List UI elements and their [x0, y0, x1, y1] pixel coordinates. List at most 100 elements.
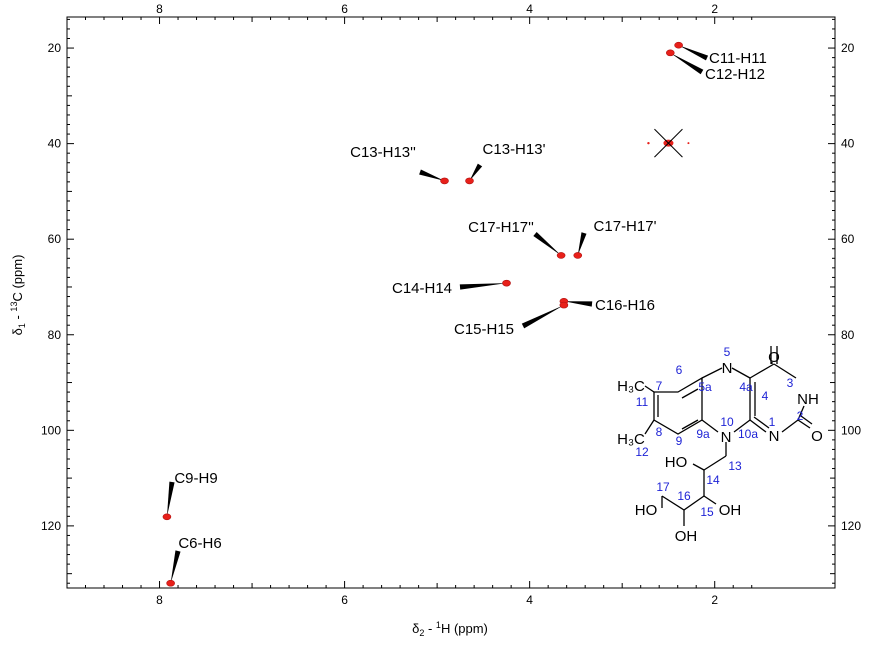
peak-marker	[556, 252, 566, 259]
peak-marker	[665, 49, 675, 57]
peak-label: C9-H9	[174, 470, 217, 487]
peak-marker	[162, 513, 172, 521]
atom-number: 10	[720, 415, 734, 429]
peak-marker	[559, 301, 569, 309]
callout-pointer	[563, 301, 593, 307]
peak-label: C16-H16	[595, 297, 655, 314]
atom-number: 11	[636, 395, 649, 409]
atom-h3c-bottom: H₃C	[617, 431, 645, 448]
ring-bond	[733, 419, 751, 433]
solvent-cross-line	[654, 128, 683, 158]
peak-group: C11-H11	[674, 41, 767, 67]
atom-number: 15	[700, 505, 714, 519]
peak-marker	[440, 177, 449, 185]
y-tick-label-right: 100	[841, 423, 861, 437]
peak-label: C14-H14	[392, 280, 452, 297]
riboflavin-structure	[644, 346, 813, 526]
atom-number: 1	[769, 415, 776, 429]
peak-group: C15-H15	[454, 301, 569, 338]
ring-bond	[731, 367, 751, 379]
x-tick-label-top: 4	[526, 2, 533, 16]
atom-number: 13	[728, 459, 742, 473]
atom-number: 16	[677, 489, 691, 503]
axes-frame	[66, 16, 836, 589]
callout-pointer	[170, 550, 181, 584]
x-tick-label-top: 6	[341, 2, 348, 16]
peak-group: C9-H9	[162, 470, 218, 521]
chain-bond	[703, 455, 727, 471]
atom-number: 12	[635, 445, 649, 459]
peak-label: C13-H13''	[350, 144, 416, 161]
atom-number: 10a	[738, 427, 758, 441]
y-tick-label-right: 20	[841, 41, 855, 55]
y-tick-label-left: 100	[41, 423, 61, 437]
callout-pointer	[166, 481, 175, 517]
chain-bond	[692, 463, 705, 471]
atom-number: 6	[676, 363, 683, 377]
x-axis-title: δ2 - 1H (ppm)	[412, 620, 488, 638]
callout-pointer	[577, 232, 587, 256]
atom-oh17: HO	[635, 502, 658, 519]
methyl-bond	[644, 419, 655, 435]
ring-bond	[753, 416, 770, 429]
atom-n10: N	[721, 429, 732, 446]
peak-group: C17-H17'	[573, 218, 657, 259]
y-tick-label-left: 60	[48, 232, 62, 246]
x-tick-label-top: 2	[711, 2, 718, 16]
peak-group: C13-H13'	[465, 141, 546, 185]
y-tick-label-right: 120	[841, 519, 861, 533]
atom-number: 9a	[696, 427, 710, 441]
atom-nh: NH	[797, 391, 819, 408]
plot-frame	[66, 16, 836, 589]
atom-number: 8	[656, 425, 663, 439]
chain-bond	[661, 495, 685, 511]
peak-marker	[465, 177, 474, 185]
peak-group: C16-H16	[559, 297, 655, 314]
peak-marker	[502, 279, 511, 287]
peak-group: C6-H6	[166, 535, 222, 587]
atom-o-right: O	[811, 428, 823, 445]
y-tick-label-left: 40	[48, 137, 62, 151]
peak-label: C6-H6	[178, 535, 221, 552]
atom-number: 3	[787, 376, 794, 390]
peak-label: C12-H12	[705, 66, 765, 83]
callout-pointer	[469, 163, 483, 181]
x-tick-label-bottom: 4	[526, 593, 533, 607]
callout-pointer	[670, 52, 704, 75]
callout-pointer	[459, 283, 507, 290]
peak-group: C12-H12	[665, 49, 765, 83]
atom-number: 14	[706, 473, 720, 487]
atom-number: 4a	[739, 380, 753, 394]
x-tick-label-bottom: 2	[711, 593, 718, 607]
y-tick-label-left: 80	[48, 328, 62, 342]
peak-label: C11-H11	[709, 50, 767, 67]
ring-bond	[749, 419, 767, 433]
benzene-double-bond	[681, 388, 699, 399]
y-axis-title: δ1 - 13C (ppm)	[9, 255, 27, 336]
atom-number: 2	[797, 409, 804, 423]
atom-number: 7	[656, 379, 663, 393]
peak-group: C14-H14	[392, 279, 511, 297]
benzene-double-bond	[681, 419, 699, 430]
atom-number: 4	[762, 389, 769, 403]
atom-number: 5a	[698, 380, 712, 394]
carbonyl-bond	[800, 415, 813, 425]
ring-bond	[797, 405, 805, 421]
peak-label: C15-H15	[454, 321, 514, 338]
callout-pointer	[678, 45, 709, 61]
y-tick-label-left: 120	[41, 519, 61, 533]
y-tick-label-right: 60	[841, 232, 855, 246]
atom-n1: N	[769, 428, 780, 445]
x-tick-label-top: 8	[156, 2, 163, 16]
atom-number: 17	[656, 480, 670, 494]
atom-h3c-top: H₃C	[617, 378, 645, 395]
methyl-bond	[644, 385, 655, 393]
peak-group: C17-H17''	[468, 219, 566, 259]
atom-number: 9	[676, 434, 683, 448]
peak-label: C13-H13'	[483, 141, 546, 158]
x-tick-label-bottom: 8	[156, 593, 163, 607]
atom-o-top: O	[768, 349, 780, 366]
ring-bond	[701, 367, 723, 379]
